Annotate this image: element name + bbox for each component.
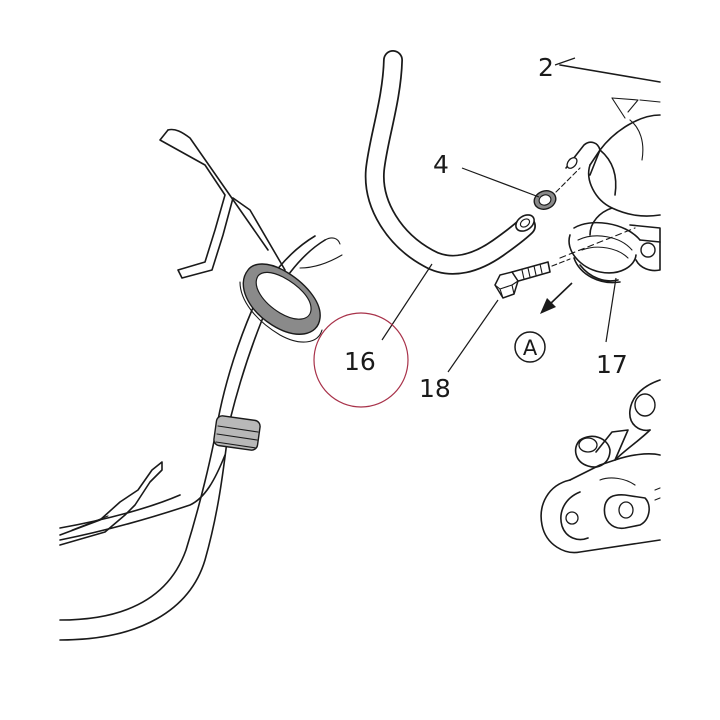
grommet bbox=[239, 263, 323, 343]
wire-clip bbox=[59, 128, 286, 546]
highlight-circle-16 bbox=[313, 312, 409, 408]
leader-16 bbox=[381, 263, 433, 341]
leader-lines bbox=[381, 57, 617, 373]
leader-18 bbox=[447, 299, 499, 373]
callout-18: 18 bbox=[419, 374, 451, 403]
master-cylinder-17 bbox=[559, 114, 661, 284]
callout-16: 16 bbox=[344, 347, 376, 376]
leader-17 bbox=[605, 277, 617, 343]
callout-a: A bbox=[523, 336, 538, 360]
hose-band bbox=[213, 415, 261, 451]
direction-arrow-a bbox=[514, 282, 573, 363]
part-2-reference bbox=[559, 64, 661, 119]
callout-4: 4 bbox=[433, 150, 449, 179]
callout-2: 2 bbox=[538, 53, 554, 82]
callout-17: 17 bbox=[596, 350, 628, 379]
brake-hose-16 bbox=[364, 50, 536, 275]
o-ring-4 bbox=[533, 167, 581, 210]
leader-2 bbox=[554, 57, 576, 66]
bolt-18 bbox=[494, 258, 571, 299]
lower-bracket bbox=[540, 379, 661, 554]
view-a-circle bbox=[514, 331, 546, 363]
leader-4 bbox=[461, 167, 540, 198]
